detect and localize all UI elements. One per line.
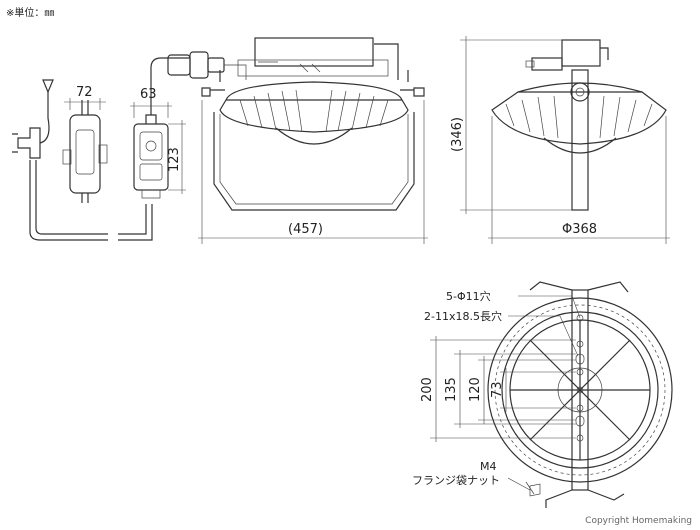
mount-knob-left xyxy=(201,87,225,97)
bottom-view-light xyxy=(487,281,673,508)
cord-to-box xyxy=(118,204,153,241)
dim-346: (346) xyxy=(450,117,465,152)
leader-holes-slot xyxy=(508,315,579,357)
cord-upper xyxy=(39,92,50,144)
note-bolt: M4 xyxy=(480,460,497,473)
side-mount xyxy=(531,57,563,71)
side-pivot xyxy=(570,82,590,102)
dim-72: 72 xyxy=(76,85,93,100)
copyright: Copyright Homemaking xyxy=(585,516,692,526)
side-lens xyxy=(543,137,617,154)
side-power-box xyxy=(561,39,601,67)
note-holes-round: 5-Φ11穴 xyxy=(446,289,491,303)
bracket-top-arms xyxy=(529,281,629,293)
dim-457: (457) xyxy=(288,222,323,237)
side-heatsink xyxy=(491,91,667,145)
note-flange-nut: フランジ袋ナット xyxy=(412,473,500,487)
dim-123: 123 xyxy=(167,147,182,172)
connector-tab-left xyxy=(62,149,72,165)
note-holes-slot: 2-11x18.5長穴 xyxy=(424,309,502,323)
dim-200: 200 xyxy=(420,377,435,402)
plug-and-cord xyxy=(12,79,153,241)
unit-note: ※単位：㎜ xyxy=(6,8,55,19)
lens xyxy=(275,127,353,145)
heatsink-top xyxy=(225,81,403,101)
dim-135-line xyxy=(454,350,576,428)
cord-lower-b xyxy=(29,160,108,241)
spokes xyxy=(510,320,650,460)
heatsink-base xyxy=(219,99,409,133)
fin-ring xyxy=(494,304,666,476)
dimension-lines xyxy=(64,36,670,491)
flange-nut-shape xyxy=(525,481,541,497)
plug-prongs xyxy=(12,133,18,153)
connector-tab-right xyxy=(98,144,108,164)
dim-120-line xyxy=(478,356,576,424)
leader-nut xyxy=(507,477,531,491)
guard-frame xyxy=(213,112,415,211)
waterproof-connector xyxy=(167,51,247,80)
inline-connector xyxy=(62,100,108,203)
cord-lower-a xyxy=(35,160,108,235)
plug-body xyxy=(17,127,41,159)
dim-200-line xyxy=(430,336,576,442)
bracket-bottom-arms xyxy=(545,489,625,508)
cord-strain-relief xyxy=(42,79,54,94)
dim-73: 73 xyxy=(490,381,505,398)
outer-ring xyxy=(487,297,673,483)
hanger-right xyxy=(374,43,399,80)
cord-to-waterproof-connector xyxy=(150,57,190,115)
dim-368: Φ368 xyxy=(562,222,597,237)
leader-holes-round xyxy=(518,295,581,319)
connector-body xyxy=(69,114,101,194)
side-view-light xyxy=(491,39,667,211)
ballast-box xyxy=(133,57,190,199)
front-view-light xyxy=(201,37,425,211)
dim-73-line xyxy=(500,368,576,412)
mount-bracket-plan xyxy=(571,289,589,491)
side-heatsink-top xyxy=(517,82,643,93)
side-bracket xyxy=(571,69,589,211)
mount-knob-right xyxy=(400,87,425,97)
inner-ring xyxy=(501,311,659,469)
dim-63: 63 xyxy=(140,87,157,102)
mounting-holes xyxy=(575,314,585,442)
dim-120: 120 xyxy=(468,377,483,402)
dim-135: 135 xyxy=(444,377,459,402)
